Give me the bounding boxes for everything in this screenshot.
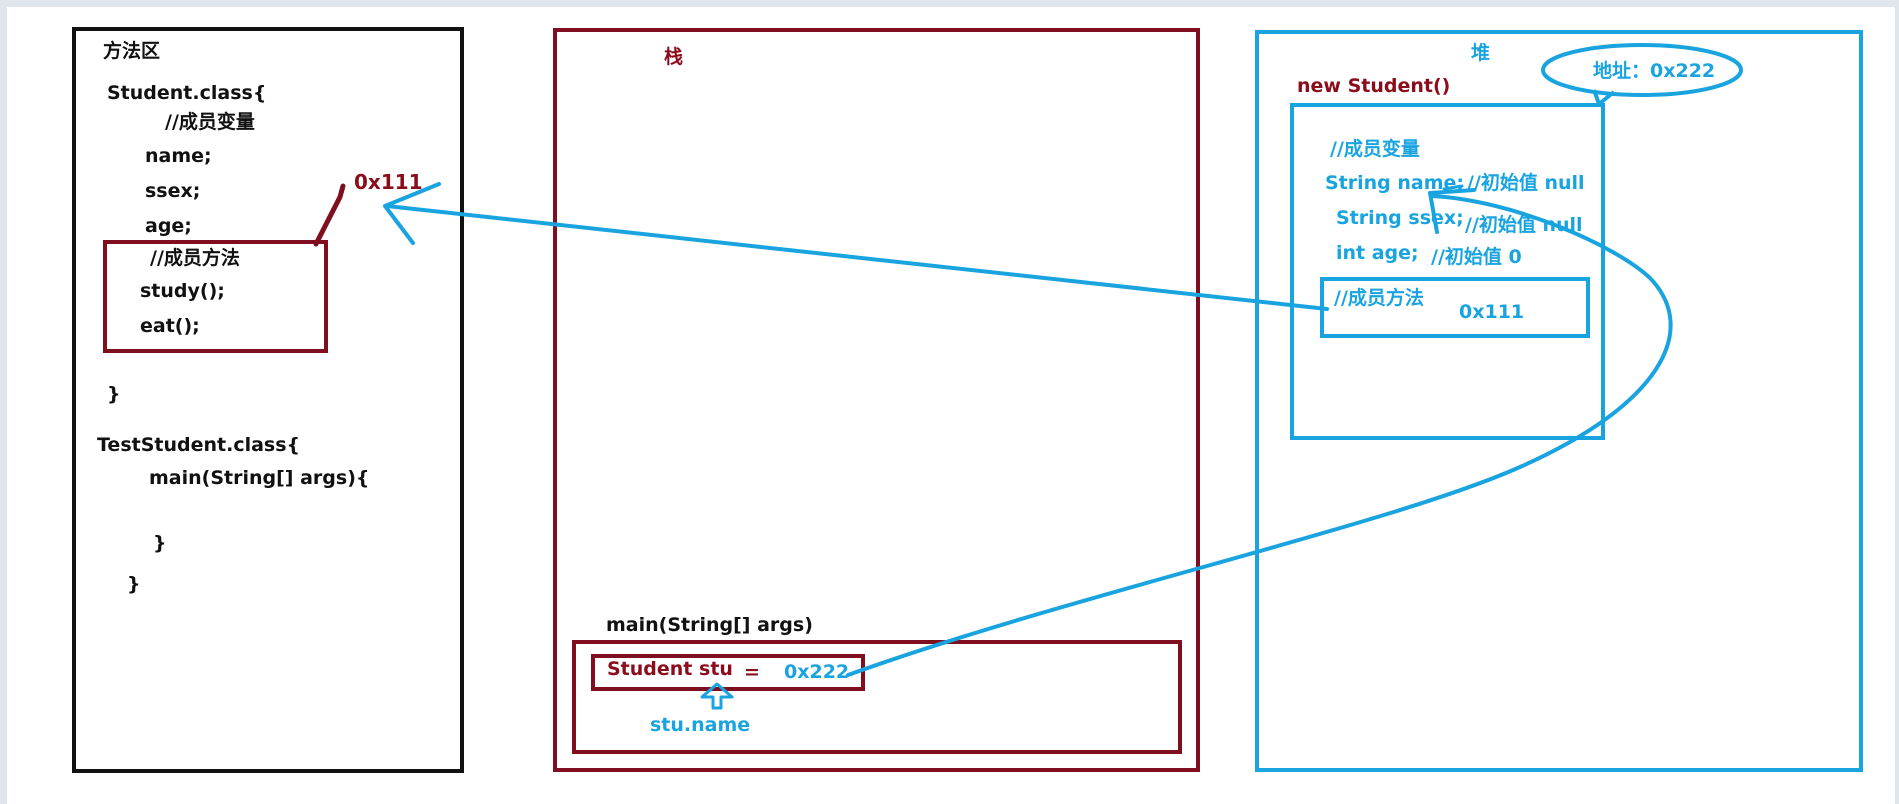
field-age: age; [145,215,192,237]
field-ssex: ssex; [145,180,201,202]
heap-method-ref: 0x111 [1459,301,1525,323]
stu-equals: = [744,661,760,683]
main-frame-label: main(String[] args) [606,614,813,636]
stack-title: 栈 [664,46,684,68]
window-frame-top [0,0,1899,7]
field-name: name; [145,145,212,167]
window-frame-right [1895,0,1899,804]
heap-age-decl: int age; [1336,242,1419,264]
method-area-title: 方法区 [103,40,161,62]
stu-access-label: stu.name [650,714,751,736]
member-vars-comment: //成员变量 [165,111,255,133]
heap-age-init: //初始值 0 [1431,246,1522,268]
student-class-close: } [107,383,121,405]
heap-name-decl: String name; [1325,172,1465,194]
window-frame-left [0,0,7,804]
method-address-label: 0x111 [354,170,423,194]
method-study: study(); [140,280,225,302]
main-close: } [153,532,167,554]
heap-member-vars-comment: //成员变量 [1330,138,1420,160]
method-eat: eat(); [140,315,200,337]
heap-title: 堆 [1471,42,1491,64]
test-class-close: } [127,573,141,595]
address-bubble-text: 地址：0x222 [1593,60,1716,82]
student-class-open: Student.class{ [107,82,267,104]
heap-ssex-decl: String ssex; [1336,207,1464,229]
method-area-panel [72,27,464,773]
test-class-open: TestStudent.class{ [97,434,301,456]
stu-variable-value: 0x222 [784,661,850,683]
main-signature: main(String[] args){ [149,467,370,489]
new-student-label: new Student() [1297,75,1451,97]
member-methods-comment: //成员方法 [150,247,240,269]
heap-ssex-init: //初始值 null [1465,214,1583,236]
heap-name-init: //初始值 null [1467,172,1585,194]
heap-member-methods-comment: //成员方法 [1334,287,1424,309]
stu-variable-decl: Student stu [607,658,733,680]
member-methods-box [103,240,328,353]
